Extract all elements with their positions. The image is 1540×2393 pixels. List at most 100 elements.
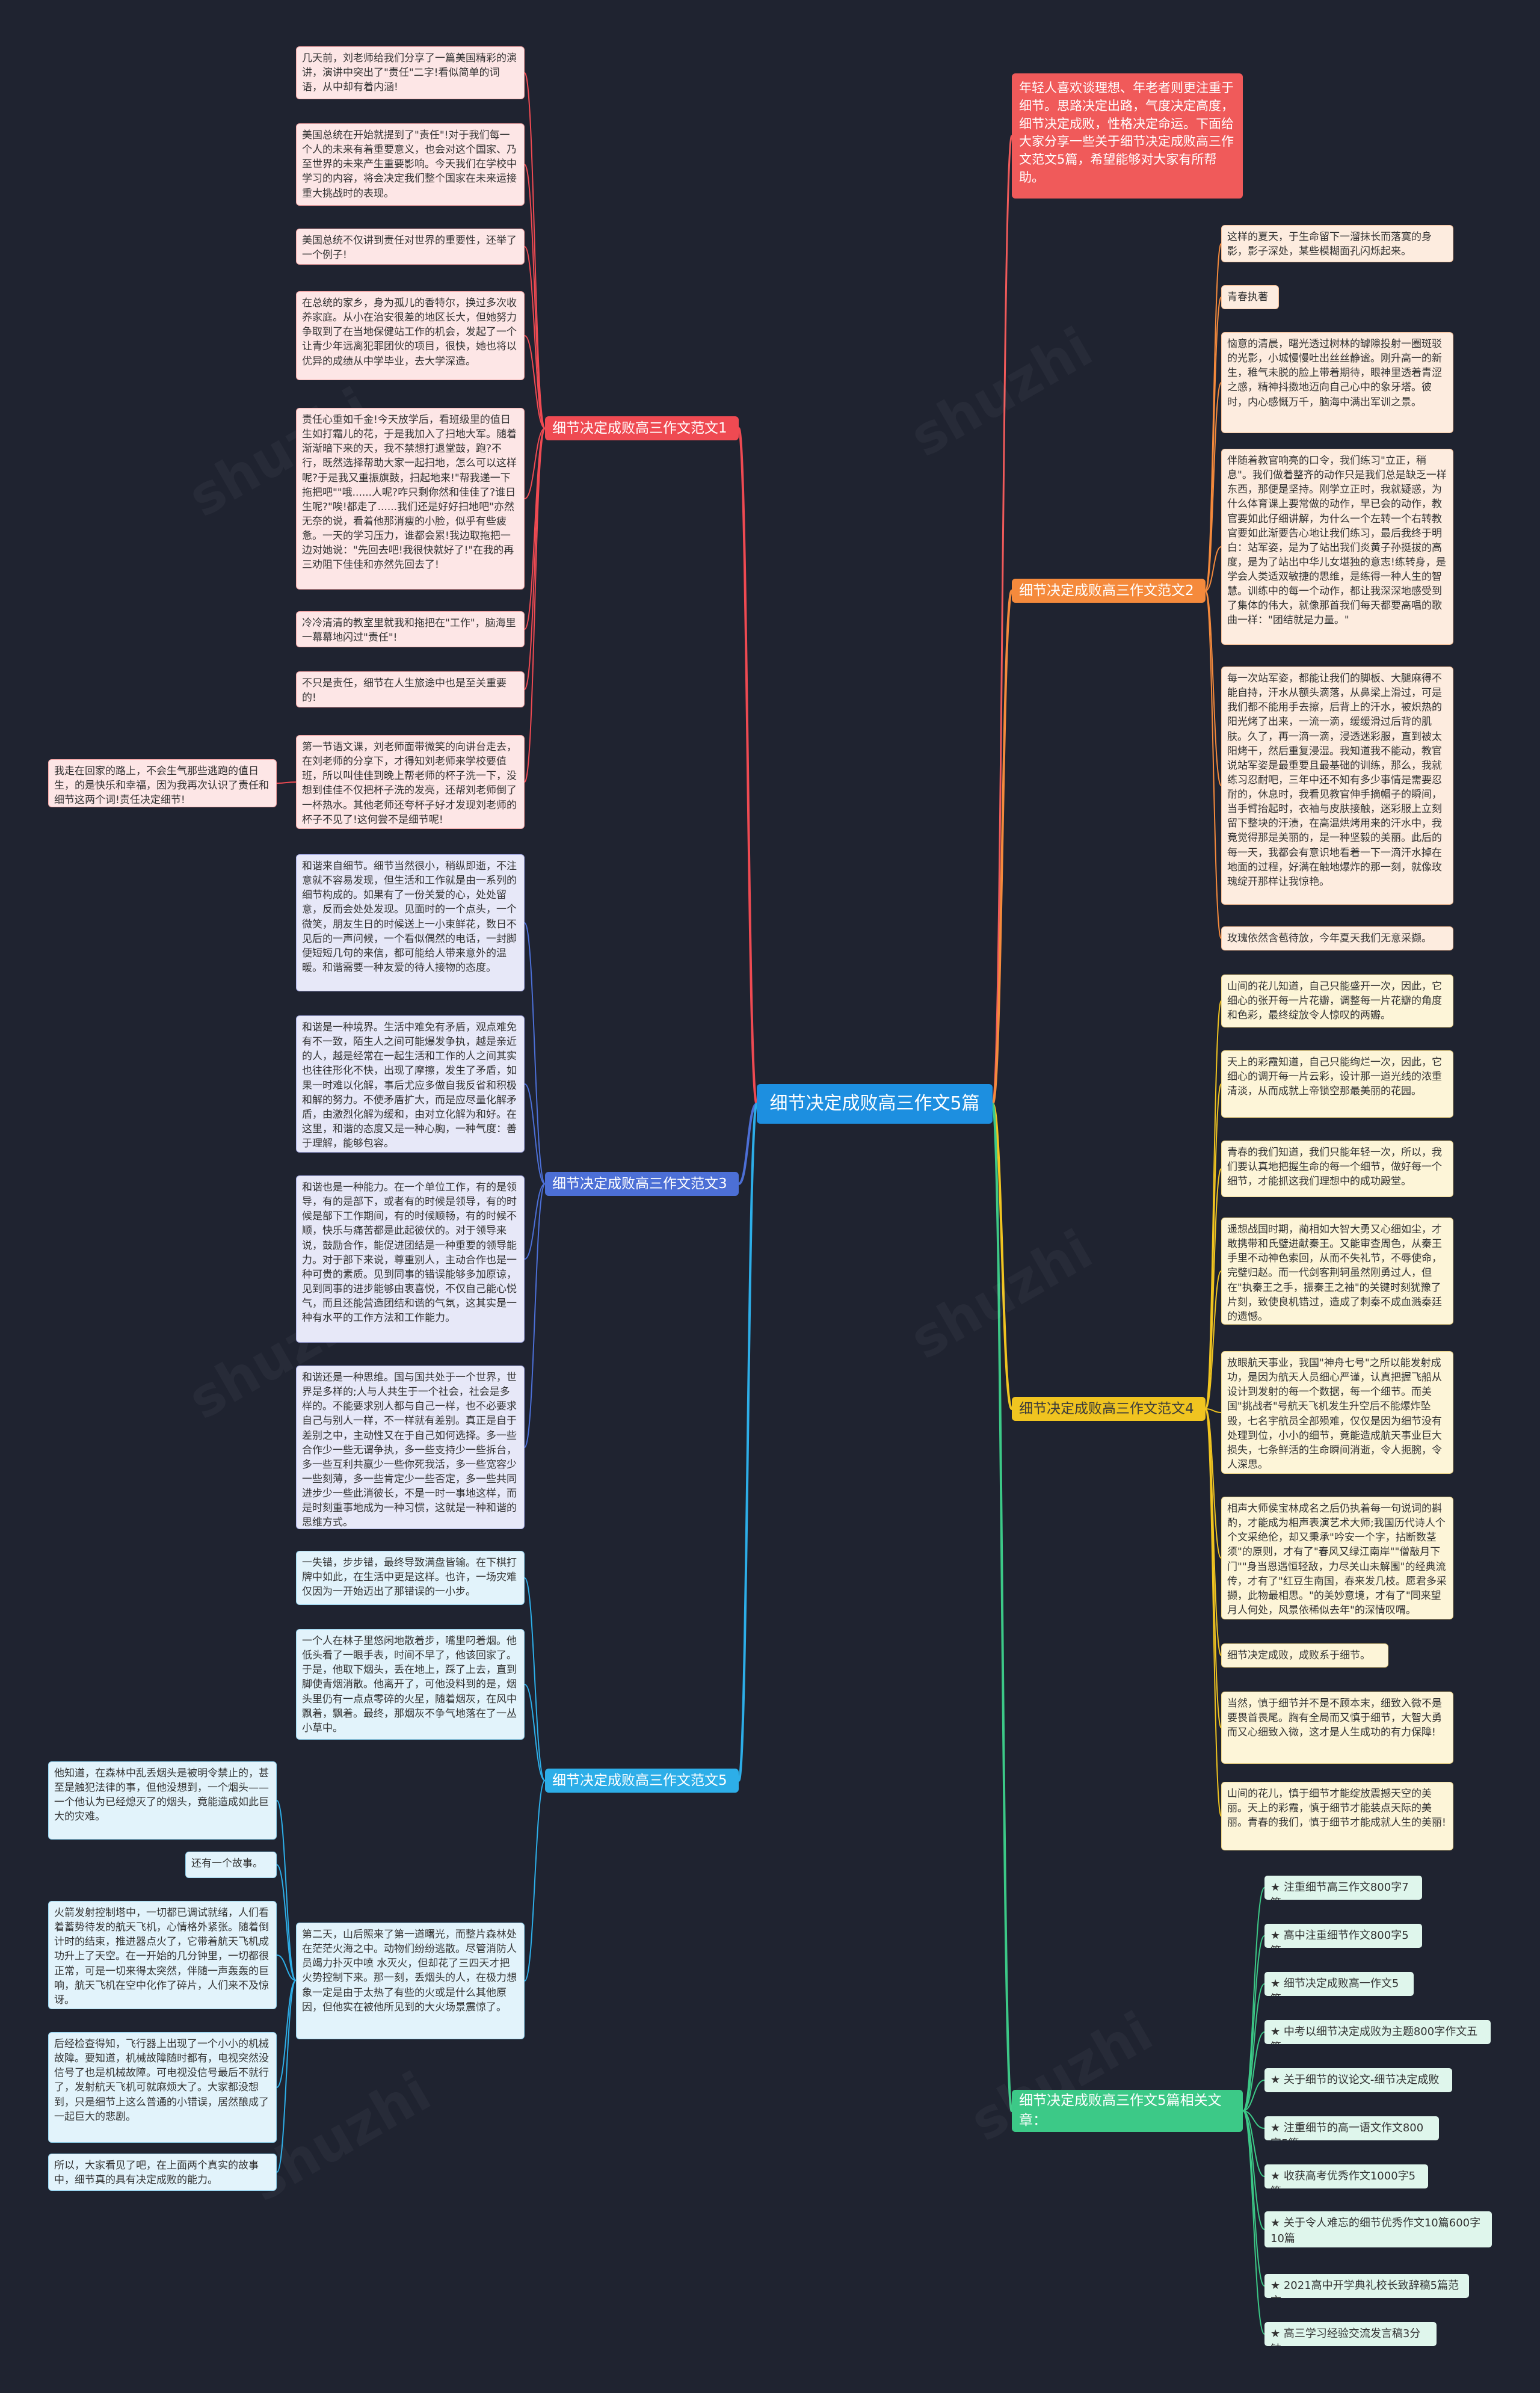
connector-line xyxy=(1205,590,1222,939)
related-link-0[interactable]: ★ 注重细节高三作文800字7篇 xyxy=(1264,1876,1422,1900)
connector-line xyxy=(524,1780,546,1982)
connector-line xyxy=(276,1954,297,1981)
leaf-b2-4: 每一次站军姿，都能让我们的脚板、大腿麻得不能自持，汗水从额头滴落，从鼻梁上滑过，… xyxy=(1221,667,1453,905)
leaf-b1-4: 责任心重如千金!今天放学后，看班级里的值日生如打霜儿的花，于是我加入了扫地大军。… xyxy=(296,408,525,590)
connector-line xyxy=(1242,2080,1265,2111)
branch-b2[interactable]: 细节决定成败高三作文范文2 xyxy=(1012,579,1206,603)
connector-line xyxy=(1205,1408,1222,1728)
related-link-8[interactable]: ★ 2021高中开学典礼校长致辞稿5篇范文 xyxy=(1264,2274,1469,2298)
connector-line xyxy=(738,427,758,1105)
leaf-b1-2: 美国总统不仅讲到责任对世界的重要性，还举了一个例子! xyxy=(296,229,525,265)
leaf-b4-7: 当然，慎于细节并不是不顾本末，细致入微不是要畏首畏尾。胸有全局而又慎于细节，大智… xyxy=(1221,1692,1453,1764)
leaf-b5-0: 一失错，步步错，最终导致满盘皆输。在下棋打牌中如此，在生活中更是这样。也许，一场… xyxy=(296,1551,525,1605)
leaf-b1-sub: 我走在回家的路上，不会生气那些逃跑的值日生，的是快乐和幸福，因为我再次认识了责任… xyxy=(48,759,277,807)
leaf-b2-1: 青春执著 xyxy=(1221,285,1279,309)
branch-b4[interactable]: 细节决定成败高三作文范文4 xyxy=(1012,1397,1206,1421)
connector-line xyxy=(1242,2110,1265,2335)
leaf-b4-1: 天上的彩霞知道，自己只能绚烂一次，因此，它细心的调开每一片云彩，设计那一道光线的… xyxy=(1221,1050,1453,1118)
connector-line xyxy=(524,164,546,429)
connector-line xyxy=(1242,2110,1265,2129)
connector-line xyxy=(991,590,1013,1105)
leaf-b1-7: 第一节语文课，刘老师面带微笑的向讲台走去，在刘老师的分享下，才得知刘老师来学校要… xyxy=(296,735,525,829)
connector-line xyxy=(738,1103,758,1782)
leaf-b2-2: 恼意的清晨，曙光透过树林的罅隙投射一圈斑驳的光影，小城慢慢吐出丝丝静谧。刚升高一… xyxy=(1221,332,1453,433)
related-link-6[interactable]: ★ 收获高考优秀作文1000字5篇 xyxy=(1264,2164,1428,2188)
connector-line xyxy=(1242,1983,1265,2111)
leaf-b4-0: 山间的花儿知道，自己只能盛开一次，因此，它细心的张开每一片花瓣，调整每一片花瓣的… xyxy=(1221,975,1453,1027)
leaf-b1-5: 冷冷清清的教室里就我和拖把在"工作"，脑海里一幕幕地闪过"责任"! xyxy=(296,611,525,647)
leaf-b4-3: 遥想战国时期，蔺相如大智大勇又心细如尘，才敢携带和氏璧进献秦王。又能审查周色，从… xyxy=(1221,1218,1453,1325)
leaf-b2-3: 伴随着教官响亮的口令，我们练习"立正，稍息"。我们做着整齐的动作只是我们总是缺乏… xyxy=(1221,449,1453,645)
related-link-9[interactable]: ★ 高三学习经验交流发言稿3分钟 xyxy=(1264,2322,1437,2346)
connector-line xyxy=(524,246,546,429)
related-link-7[interactable]: ★ 关于令人难忘的细节优秀作文10篇600字10篇 xyxy=(1264,2211,1492,2247)
leaf-b4-5: 相声大师侯宝林成名之后仍执着每一句说词的斟酌，才能成为相声表演艺术大师;我国历代… xyxy=(1221,1497,1453,1619)
leaf-b1-1: 美国总统在开始就提到了"责任"!对于我们每一个人的未来有着重要意义，也会对这个国… xyxy=(296,123,525,206)
connector-line xyxy=(524,1183,546,1260)
leaf-b1-0: 几天前，刘老师给我们分享了一篇美国精彩的演讲，演讲中突出了"责任"二字!看似简单… xyxy=(296,46,525,99)
connector-line xyxy=(991,1103,1013,1410)
connector-line xyxy=(1205,1270,1222,1409)
leaf-b1-6: 不只是责任，细节在人生旅途中也是至关重要的! xyxy=(296,671,525,707)
connector-line xyxy=(1205,382,1222,591)
related-link-2[interactable]: ★ 细节决定成败高一作文5篇 xyxy=(1264,1972,1414,1996)
connector-line xyxy=(524,428,546,499)
branch-b6[interactable]: 细节决定成败高三作文5篇相关文章： xyxy=(1012,2090,1243,2132)
connector-line xyxy=(524,335,546,429)
leaf-b5-2: 第二天，山后照来了第一道曙光，而整片森林处在茫茫火海之中。动物们纷纷逃散。尽管消… xyxy=(296,1923,525,2039)
leaf-b4-2: 青春的我们知道，我们只能年轻一次，所以，我们要认真地把握生命的每一个细节，做好每… xyxy=(1221,1141,1453,1197)
leaf-b4-8: 山间的花儿，慎于细节才能绽放震撼天空的美丽。天上的彩霞，慎于细节才能装点天际的美… xyxy=(1221,1782,1453,1850)
connector-line xyxy=(1242,2110,1265,2177)
connector-line xyxy=(524,72,546,429)
connector-line xyxy=(1205,1083,1222,1409)
branch-b1[interactable]: 细节决定成败高三作文范文1 xyxy=(545,416,739,440)
connector-line xyxy=(524,1083,546,1184)
connector-line xyxy=(524,1577,546,1781)
connector-line xyxy=(1242,2110,1265,2230)
connector-line xyxy=(524,428,546,783)
leaf-b3-0: 和谐来自细节。细节当然很小，稍纵即逝，不注意就不容易发现，但生活和工作就是由一系… xyxy=(296,854,525,991)
leaf-b1-3: 在总统的家乡，身为孤儿的香特尔，换过多次收养家庭。从小在治安很差的地区长大，但她… xyxy=(296,291,525,380)
connector-line xyxy=(1242,1887,1265,2111)
intro-summary: 年轻人喜欢谈理想、年老者则更注重于细节。思路决定出路，气度决定高度，细节决定成败… xyxy=(1012,73,1243,199)
related-link-4[interactable]: ★ 关于细节的议论文-细节决定成败 xyxy=(1264,2068,1452,2092)
leaf-b5-sub-2: 火箭发射控制塔中，一切都已调试就绪，人们看着蓄势待发的航天飞机，心情格外紧张。随… xyxy=(48,1901,277,2009)
related-link-3[interactable]: ★ 中考以细节决定成败为主题800字作文五篇 xyxy=(1264,2020,1491,2044)
leaf-b4-4: 放眼航天事业，我国"神舟七号"之所以能发射成功，是因为航天人员细心严谨，认真把握… xyxy=(1221,1351,1453,1474)
leaf-b2-5: 玫瑰依然含苞待放，今年夏天我们无意采撷。 xyxy=(1221,926,1453,950)
branch-b5[interactable]: 细节决定成败高三作文范文5 xyxy=(545,1769,739,1793)
connector-line xyxy=(1205,590,1222,786)
connector-line xyxy=(1205,546,1222,591)
connector-line xyxy=(991,1103,1013,2112)
connector-line xyxy=(1205,243,1222,591)
connector-line xyxy=(1242,1935,1265,2111)
connector-line xyxy=(1205,1168,1222,1409)
connector-line xyxy=(276,1864,297,1981)
connector-line xyxy=(1242,2110,1265,2287)
connector-line xyxy=(524,1183,546,1448)
connector-line xyxy=(524,922,546,1184)
leaf-b5-sub-4: 所以，大家看见了吧，在上面两个真实的故事中，细节真的具有决定成败的能力。 xyxy=(48,2154,277,2191)
connector-line xyxy=(738,1103,758,1185)
root-topic[interactable]: 细节决定成败高三作文5篇 xyxy=(757,1084,993,1124)
connector-line xyxy=(1205,1408,1222,1413)
connector-line xyxy=(524,428,546,690)
leaf-b3-2: 和谐也是一种能力。在一个单位工作，有的是领导，有的是部下，或者有的时候是领导，有… xyxy=(296,1175,525,1343)
leaf-b5-sub-1: 还有一个故事。 xyxy=(185,1852,277,1878)
leaf-b5-sub-3: 后经检查得知，飞行器上出现了一个小小的机械故障。要知道，机械故障随时都有，电视突… xyxy=(48,2032,277,2143)
branch-b3[interactable]: 细节决定成败高三作文范文3 xyxy=(545,1172,739,1196)
connector-line xyxy=(1205,297,1222,591)
connector-line xyxy=(1242,2031,1265,2111)
leaf-b5-1: 一个人在林子里悠闲地散着步，嘴里叼着烟。他低头看了一眼手表，时间不早了，他该回家… xyxy=(296,1629,525,1740)
leaf-b4-6: 细节决定成败，成败系于细节。 xyxy=(1221,1643,1388,1668)
leaf-b3-3: 和谐还是一种思维。国与国共处于一个世界，世界是多样的;人与人共生于一个社会，社会… xyxy=(296,1366,525,1529)
connector-line xyxy=(276,1980,297,2173)
connector-line xyxy=(276,1800,297,1981)
connector-line xyxy=(1205,1408,1222,1559)
connector-line xyxy=(276,1980,297,2088)
related-link-5[interactable]: ★ 注重细节的高一语文作文800字5篇 xyxy=(1264,2116,1439,2140)
connector-line xyxy=(276,781,297,784)
connector-line xyxy=(524,1684,546,1781)
related-link-1[interactable]: ★ 高中注重细节作文800字5篇 xyxy=(1264,1924,1422,1948)
